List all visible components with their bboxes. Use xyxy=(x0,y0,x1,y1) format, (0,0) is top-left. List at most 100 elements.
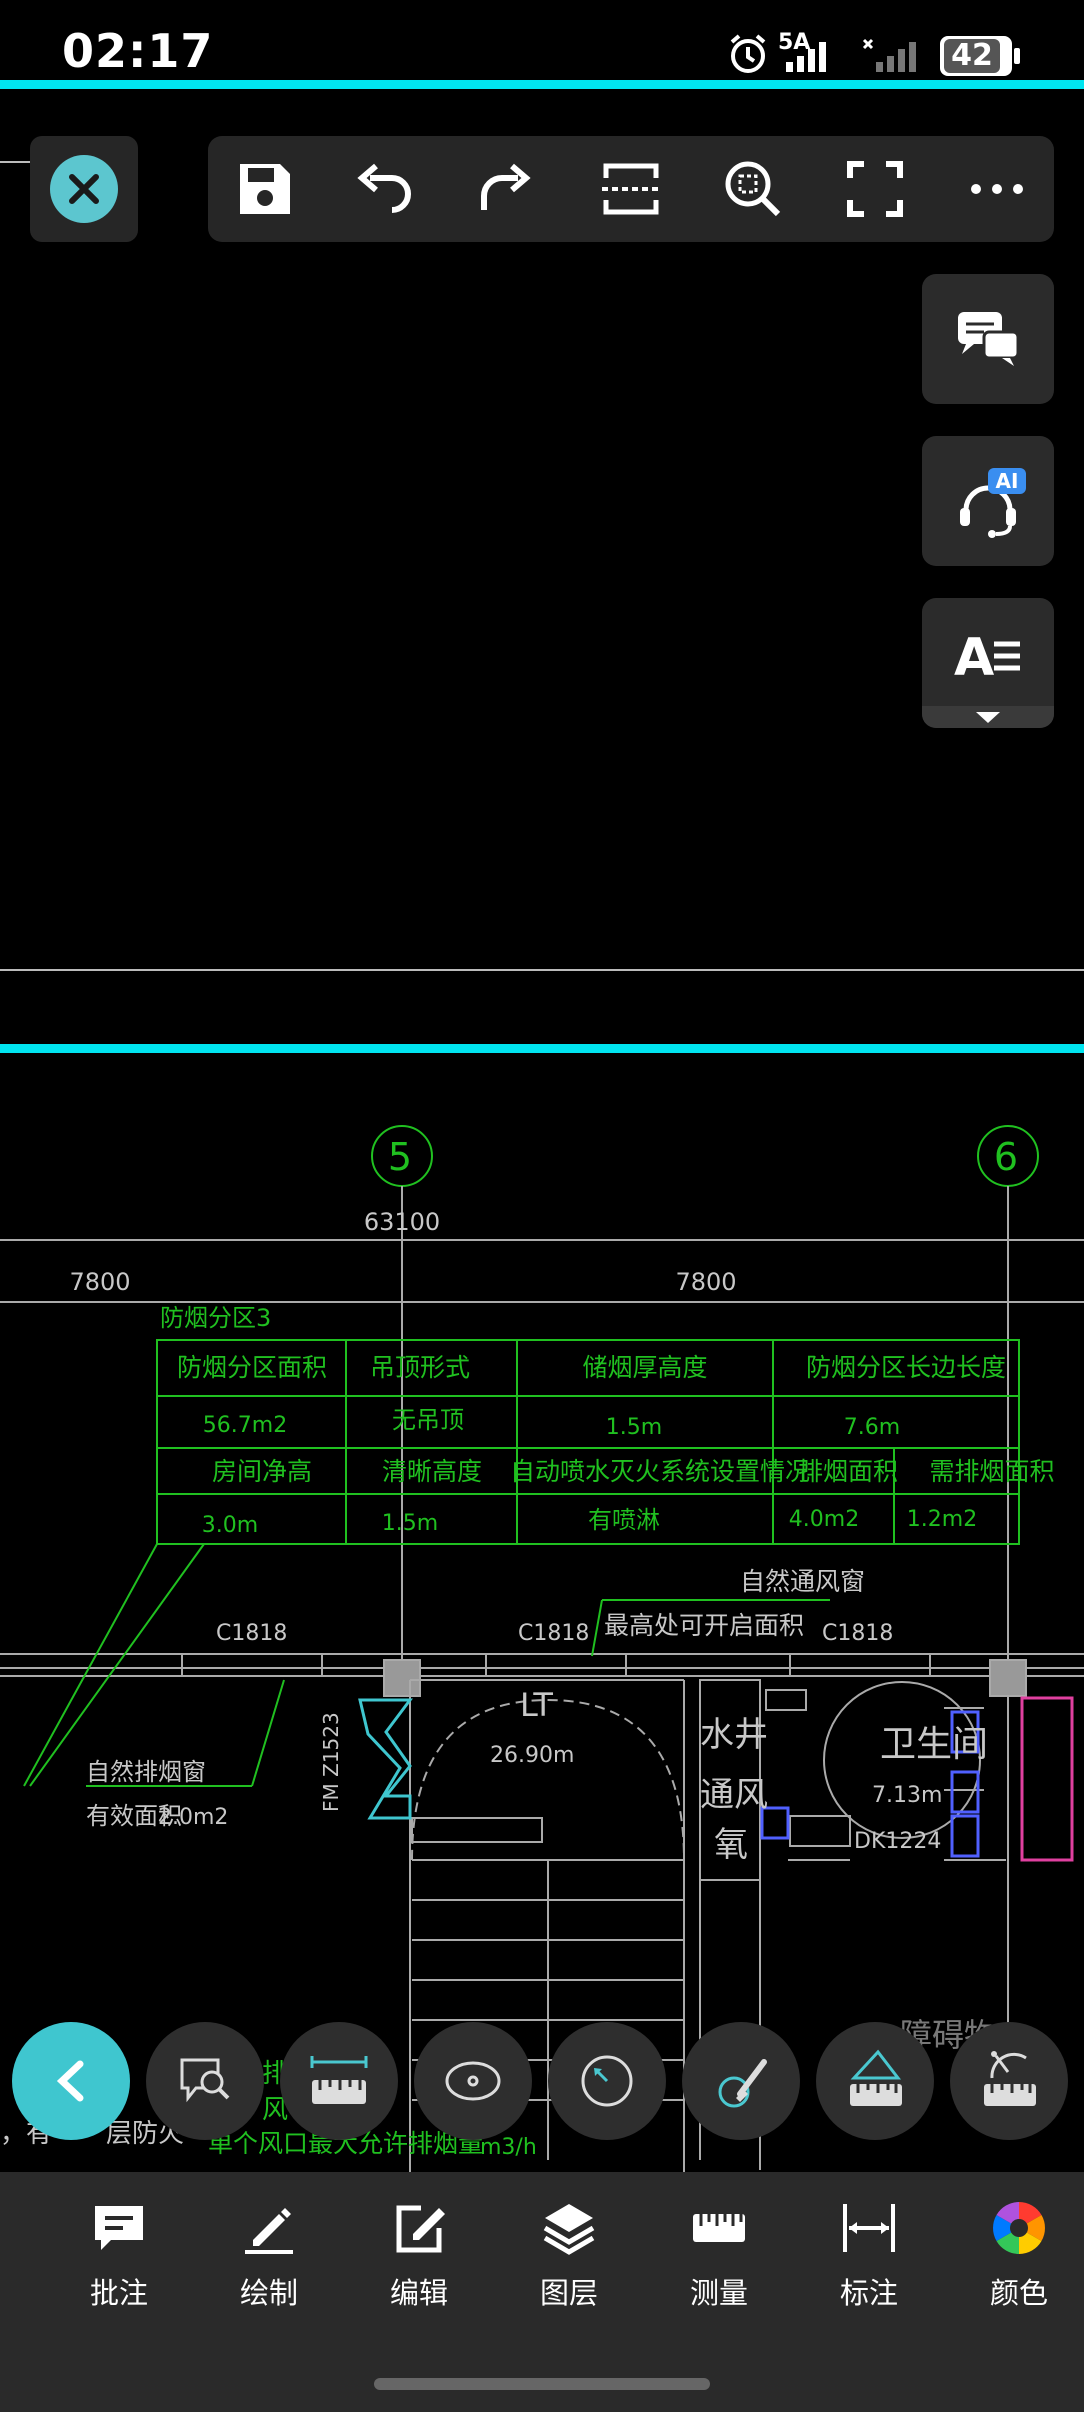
home-indicator[interactable] xyxy=(374,2378,710,2390)
label-door-dk: DK1224 xyxy=(854,1829,941,1854)
table-value-6: 1.5m xyxy=(382,1511,438,1536)
label-effective-area-value: 2.0m2 xyxy=(158,1805,228,1830)
angle-ruler-icon xyxy=(850,2049,902,2106)
top-toolbar xyxy=(208,136,1054,242)
grid-axis-5: 5 xyxy=(388,1135,412,1179)
table-value-9: 1.2m2 xyxy=(907,1507,977,1532)
bottom-navigation xyxy=(0,2172,1084,2412)
back-chevron-icon xyxy=(56,2060,84,2102)
length-measure-tool[interactable] xyxy=(280,2022,398,2140)
dimension-right: 7800 xyxy=(675,1268,736,1296)
dimension-left: 7800 xyxy=(69,1268,130,1296)
brush-icon xyxy=(718,2059,767,2108)
layers-icon xyxy=(543,2204,595,2255)
table-header-6: 清晰高度 xyxy=(382,1457,482,1486)
back-button[interactable] xyxy=(12,2022,130,2140)
nav-color-label: 颜色 xyxy=(989,2276,1048,2310)
nav-annotation[interactable]: 批注 xyxy=(54,2200,184,2330)
arc-measure-tool[interactable] xyxy=(950,2022,1068,2140)
section-cut-icon[interactable] xyxy=(598,156,664,222)
zone-title: 防烟分区3 xyxy=(160,1304,271,1332)
nav-annotation-label: 批注 xyxy=(89,2276,148,2310)
grid-axis-6: 6 xyxy=(994,1135,1018,1179)
zoom-region-icon[interactable] xyxy=(720,156,786,222)
nav-dimension-label: 标注 xyxy=(839,2276,898,2310)
text-style-letter: A xyxy=(954,628,995,688)
label-smoke-window: 自然排烟窗 xyxy=(86,1758,206,1786)
table-value-3: 1.5m xyxy=(606,1415,662,1440)
nav-dimension[interactable]: 标注 xyxy=(804,2200,934,2330)
label-natural-vent: 自然通风窗 xyxy=(740,1567,865,1596)
color-wheel-icon xyxy=(993,2202,1045,2254)
redo-icon[interactable] xyxy=(474,156,540,222)
more-icon[interactable] xyxy=(964,156,1030,222)
status-time: 02:17 xyxy=(62,24,214,78)
label-window-c: C1818 xyxy=(822,1621,893,1646)
close-button[interactable] xyxy=(30,136,138,242)
nav-edit-label: 编辑 xyxy=(389,2276,448,2310)
ellipse-measure-icon xyxy=(445,2061,501,2101)
circle-radius-tool[interactable] xyxy=(548,2022,666,2140)
label-window-b: C1818 xyxy=(518,1621,589,1646)
chat-icon xyxy=(958,312,1020,366)
dimension-icon xyxy=(843,2204,895,2252)
nav-draw-label: 绘制 xyxy=(239,2276,298,2310)
text-lines-icon xyxy=(994,641,1020,671)
circle-radius-icon xyxy=(581,2055,633,2107)
close-icon xyxy=(50,155,118,223)
nav-measure[interactable]: 测量 xyxy=(654,2200,784,2330)
selection-top-edge xyxy=(0,80,1084,89)
table-header-4: 防烟分区长边长度 xyxy=(806,1353,1006,1382)
label-toilet-area: 7.13m xyxy=(872,1783,942,1808)
table-header-5: 房间净高 xyxy=(212,1457,312,1486)
table-header-3: 储烟厚高度 xyxy=(582,1353,707,1382)
nav-color[interactable]: 颜色 xyxy=(954,2200,1084,2330)
label-elevator-area: 26.90m xyxy=(490,1743,574,1768)
ellipse-measure-tool[interactable] xyxy=(414,2022,532,2140)
label-toilet: 卫生间 xyxy=(880,1724,988,1765)
expand-handle[interactable] xyxy=(922,706,1054,728)
text-style-button[interactable]: A xyxy=(922,598,1054,728)
comment-search-icon xyxy=(180,2058,230,2103)
annotation-icon xyxy=(95,2206,143,2250)
table-value-5: 3.0m xyxy=(202,1513,258,1538)
angle-measure-tool[interactable] xyxy=(816,2022,934,2140)
save-icon[interactable] xyxy=(232,156,298,222)
dimension-total: 63100 xyxy=(364,1208,440,1236)
label-fragment-4: m3/h xyxy=(480,2135,537,2160)
ruler-icon xyxy=(693,2214,745,2242)
brush-tool[interactable] xyxy=(682,2022,800,2140)
label-door-code: FM Z1523 xyxy=(319,1712,343,1812)
edit-icon xyxy=(396,2205,445,2253)
label-effective-area: 有效面积 xyxy=(86,1802,182,1830)
ai-assistant-button[interactable]: AI xyxy=(922,436,1054,566)
label-max-open-area: 最高处可开启面积 xyxy=(604,1611,804,1640)
battery-icon: 42 xyxy=(940,36,1020,76)
ruler-length-icon xyxy=(310,2056,368,2104)
pen-icon xyxy=(245,2208,293,2254)
signal-icon xyxy=(780,38,840,78)
table-value-7: 有喷淋 xyxy=(588,1506,660,1534)
label-window-a: C1818 xyxy=(216,1621,287,1646)
table-value-8: 4.0m2 xyxy=(789,1507,859,1532)
label-elevator: LT xyxy=(520,1686,553,1724)
nav-edit[interactable]: 编辑 xyxy=(354,2200,484,2330)
comment-search-tool[interactable] xyxy=(146,2022,264,2140)
nav-draw[interactable]: 绘制 xyxy=(204,2200,334,2330)
fullscreen-icon[interactable] xyxy=(842,156,908,222)
label-water-well: 水井 xyxy=(700,1715,768,1755)
comment-button[interactable] xyxy=(922,274,1054,404)
smoke-zone-table xyxy=(156,1339,1020,1545)
label-oxygen: 氧 xyxy=(714,1825,748,1865)
table-header-9: 需排烟面积 xyxy=(929,1457,1054,1486)
label-vent-shaft: 通风 xyxy=(700,1775,768,1815)
table-header-7: 自动喷水灭火系统设置情况 xyxy=(510,1457,810,1486)
undo-icon[interactable] xyxy=(350,156,416,222)
battery-level: 42 xyxy=(951,38,993,73)
nav-layers[interactable]: 图层 xyxy=(504,2200,634,2330)
nav-layers-label: 图层 xyxy=(539,2276,598,2310)
ai-badge: AI xyxy=(988,468,1026,494)
network-label: 5A xyxy=(778,30,811,55)
signal-icon-2 xyxy=(862,38,924,78)
